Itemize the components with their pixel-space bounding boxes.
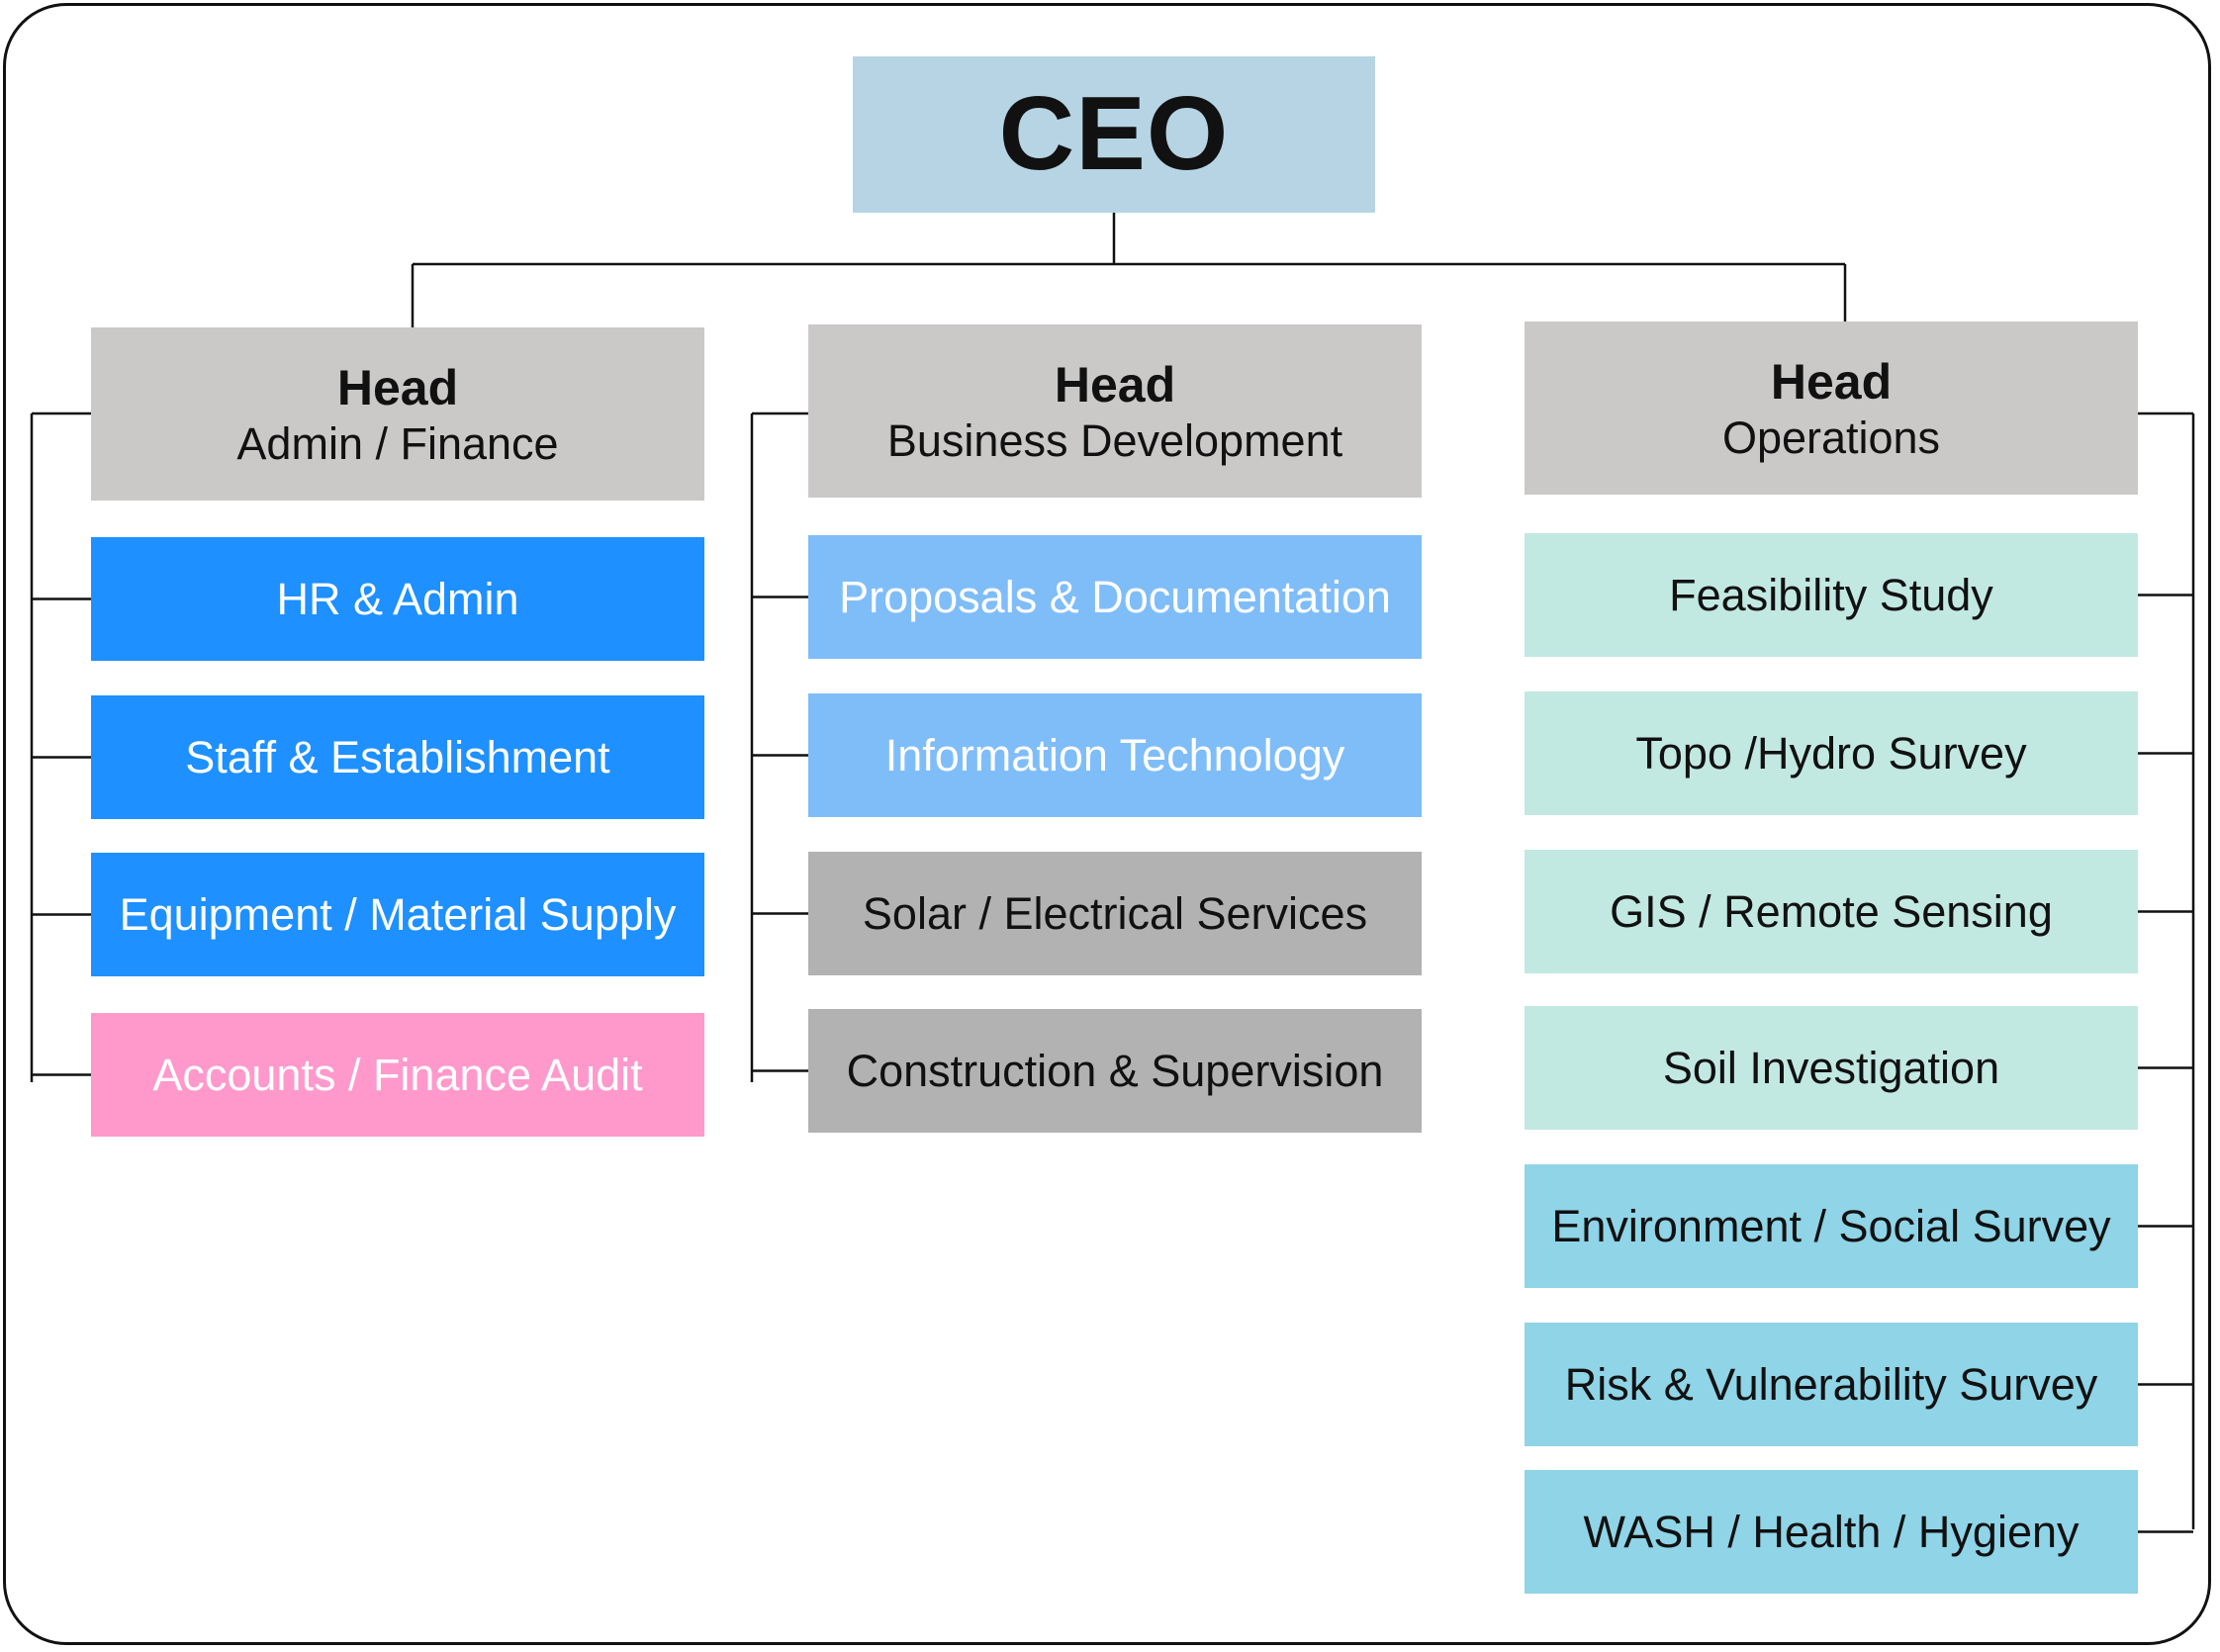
head-box-operations: Head Operations (1525, 321, 2138, 495)
unit-staff-establishment: Staff & Establishment (91, 695, 704, 819)
head-subtitle: Business Development (886, 414, 1343, 466)
head-box-admin-finance: Head Admin / Finance (91, 327, 704, 501)
unit-soil-investigation: Soil Investigation (1525, 1006, 2138, 1130)
unit-wash-health-hygiene: WASH / Health / Hygieny (1525, 1470, 2138, 1594)
head-subtitle: Admin / Finance (236, 417, 559, 469)
unit-accounts-finance-audit: Accounts / Finance Audit (91, 1013, 704, 1137)
head-title: Head (336, 359, 459, 415)
diagram-frame (3, 3, 2211, 1645)
ceo-label: CEO (998, 75, 1230, 193)
unit-gis-remote-sensing: GIS / Remote Sensing (1525, 850, 2138, 973)
unit-feasibility-study: Feasibility Study (1525, 533, 2138, 657)
unit-equipment-material-supply: Equipment / Material Supply (91, 853, 704, 976)
unit-solar-electrical-services: Solar / Electrical Services (808, 852, 1422, 975)
head-subtitle: Operations (1721, 412, 1941, 463)
ceo-box: CEO (853, 56, 1375, 213)
unit-environment-social-survey: Environment / Social Survey (1525, 1164, 2138, 1288)
head-title: Head (1770, 353, 1893, 410)
unit-topo-hydro-survey: Topo /Hydro Survey (1525, 691, 2138, 815)
unit-information-technology: Information Technology (808, 693, 1422, 817)
unit-risk-vulnerability-survey: Risk & Vulnerability Survey (1525, 1323, 2138, 1446)
head-box-business-development: Head Business Development (808, 324, 1422, 498)
head-title: Head (1054, 356, 1176, 413)
unit-hr-admin: HR & Admin (91, 537, 704, 661)
unit-proposals-documentation: Proposals & Documentation (808, 535, 1422, 659)
unit-construction-supervision: Construction & Supervision (808, 1009, 1422, 1133)
